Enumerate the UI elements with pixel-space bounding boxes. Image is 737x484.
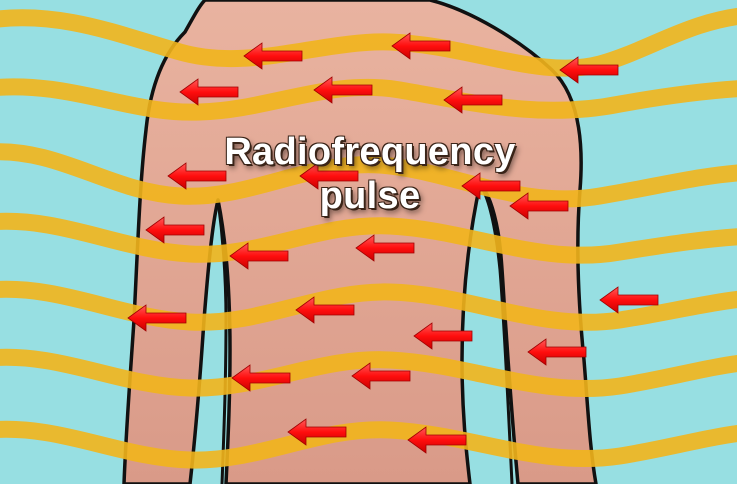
rf-arrow-left-icon bbox=[229, 242, 289, 270]
rf-arrows bbox=[127, 32, 659, 454]
wave-4 bbox=[0, 212, 737, 264]
wave-7 bbox=[0, 420, 737, 469]
rf-arrow-left-icon bbox=[179, 78, 239, 106]
wave-5 bbox=[0, 280, 737, 331]
rf-arrow-left-icon bbox=[443, 86, 503, 114]
rf-arrow-left-icon bbox=[231, 364, 291, 392]
rf-arrow-left-icon bbox=[295, 296, 355, 324]
rf-arrow-left-icon bbox=[299, 162, 359, 190]
rf-arrow-left-icon bbox=[287, 418, 347, 446]
rf-arrow-left-icon bbox=[145, 216, 205, 244]
rf-arrow-left-icon bbox=[413, 322, 473, 350]
rf-arrow-left-icon bbox=[127, 304, 187, 332]
caption-line-2: pulse bbox=[319, 175, 421, 217]
wave-3 bbox=[0, 143, 737, 208]
rf-arrow-left-icon bbox=[509, 192, 569, 220]
rf-arrow-left-icon bbox=[243, 42, 303, 70]
rf-arrow-left-icon bbox=[599, 286, 659, 314]
radiofrequency-waves bbox=[0, 7, 737, 469]
caption-line-1: Radiofrequency bbox=[224, 131, 516, 173]
rf-arrow-left-icon bbox=[167, 162, 227, 190]
rf-arrow-left-icon bbox=[351, 362, 411, 390]
caption-label: Radiofrequency pulse bbox=[175, 130, 565, 218]
wave-6 bbox=[0, 348, 737, 397]
wave-1 bbox=[0, 7, 737, 77]
right-arm-gap bbox=[478, 183, 514, 484]
rf-arrow-left-icon bbox=[461, 172, 521, 200]
rf-arrow-left-icon bbox=[527, 338, 587, 366]
rf-arrow-left-icon bbox=[559, 56, 619, 84]
wave-2 bbox=[0, 78, 737, 121]
rf-arrow-left-icon bbox=[407, 426, 467, 454]
rf-arrow-left-icon bbox=[313, 76, 373, 104]
rf-arrow-left-icon bbox=[391, 32, 451, 60]
rf-arrow-left-icon bbox=[355, 234, 415, 262]
